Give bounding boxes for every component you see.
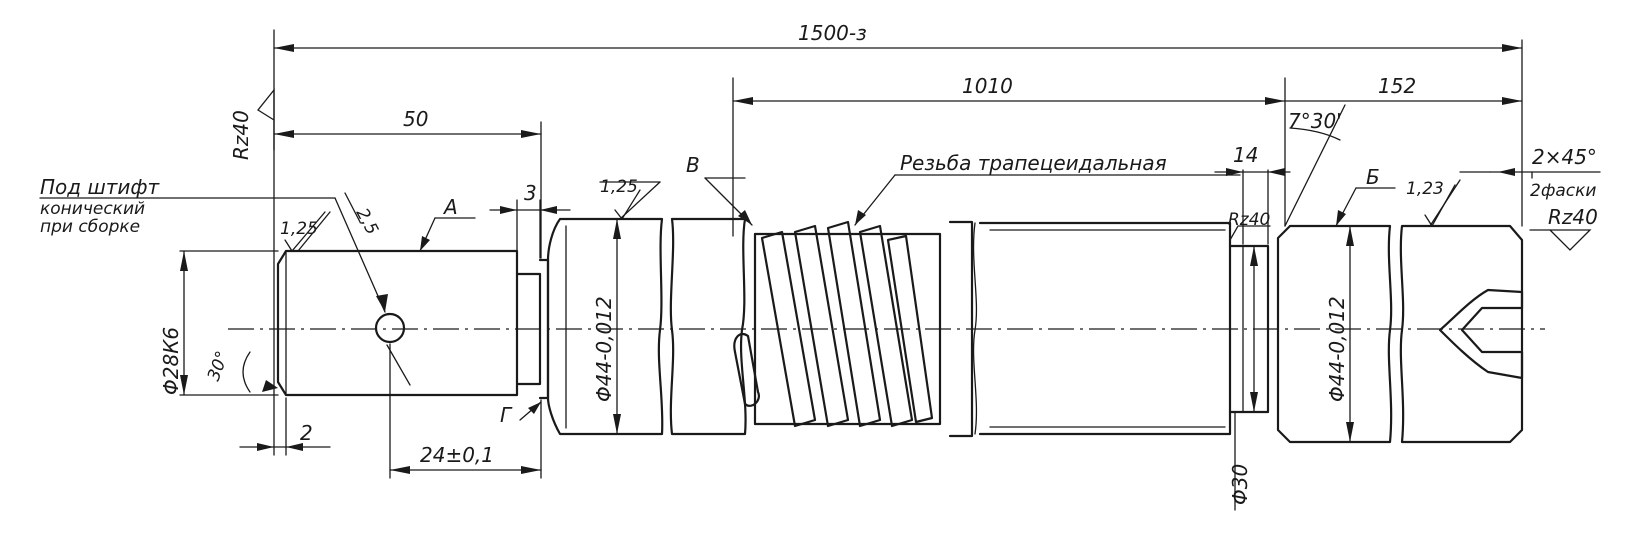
pin-note-line1: Под штифт — [40, 175, 161, 199]
pin-hole — [374, 312, 406, 344]
dim-left-journal: 50 — [403, 107, 428, 131]
dim-pin-position: 24±0,1 — [420, 443, 494, 467]
dim-chamfer-note: 2фаски — [1530, 181, 1596, 201]
dim-angle-right: 7°30' — [1288, 109, 1342, 133]
pin-note-line3: при сборке — [40, 217, 140, 237]
roughness-collar: 1,25 — [600, 177, 638, 197]
roughness-rz-undercut: Rz40 — [1228, 210, 1270, 230]
dim-right-section: 152 — [1378, 74, 1416, 98]
dimension-lines — [180, 44, 1601, 474]
dia-left-journal: Φ28К6 — [159, 327, 183, 395]
dim-undercut: 14 — [1233, 143, 1258, 167]
extension-lines — [179, 29, 1523, 511]
shaft-body — [276, 217, 1524, 444]
dim-angle-pin: 2,5 — [352, 205, 382, 238]
dim-overall-length: 1500-з — [798, 21, 867, 45]
leader-lines — [39, 104, 1461, 421]
roughness-symbols — [257, 88, 1592, 253]
surface-letter-b: Б — [1366, 165, 1380, 189]
center-hole-section — [1438, 288, 1524, 380]
surface-letter-v: В — [686, 153, 700, 177]
dim-chamfer-length: 2 — [300, 421, 313, 445]
dia-thread-root: Φ30 — [1228, 464, 1252, 505]
roughness-rz-left: Rz40 — [229, 110, 253, 160]
dim-thread-length: 1010 — [962, 74, 1013, 98]
dia-collar-left: Φ44-0,012 — [592, 296, 616, 402]
dia-collar-right: Φ44-0,012 — [1325, 296, 1349, 402]
dim-groove-width: 3 — [524, 181, 537, 205]
dim-chamfer-right: 2×45° — [1532, 145, 1597, 169]
thread-note: Резьба трапецеидальная — [900, 151, 1167, 175]
surface-letter-a: А — [442, 195, 458, 219]
dim-angle-left: 30° — [204, 349, 233, 384]
roughness-rz-right: Rz40 — [1548, 205, 1598, 229]
roughness-journal: 1,25 — [280, 219, 318, 239]
pin-note-line2: конический — [40, 199, 145, 219]
roughness-right: 1,23 — [1406, 179, 1444, 199]
surface-letter-g: Г — [500, 403, 513, 427]
